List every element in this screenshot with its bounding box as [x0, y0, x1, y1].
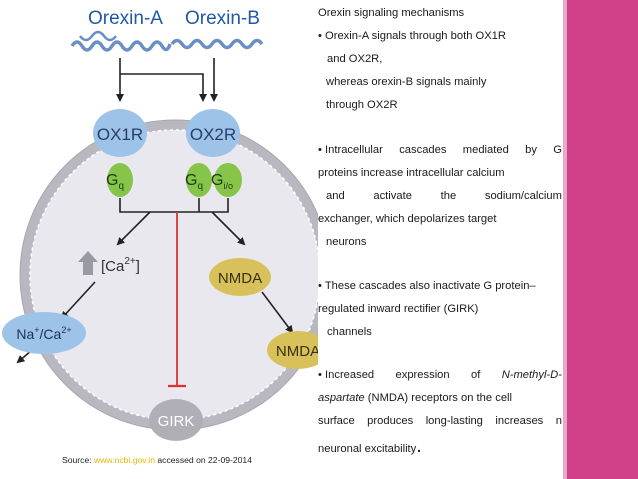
w5-3: by [525, 144, 537, 156]
aspartate-rest: (NMDA) receptors on the cell [364, 392, 513, 404]
calcium-post: ] [136, 258, 140, 275]
na-ca-exchanger [2, 312, 86, 354]
w15-4: n [555, 415, 562, 427]
w15-1: produces [367, 415, 414, 427]
w5-0: • Intracellular [318, 144, 383, 156]
gq-protein-1 [107, 163, 133, 197]
w7-1: activate [373, 190, 412, 202]
calcium-sup: 2+ [124, 256, 136, 267]
text-line-10: • These cascades also inactivate G prote… [318, 280, 536, 292]
text-line-7: and activate the sodium/calcium [318, 190, 562, 202]
gio-protein [214, 163, 242, 197]
arrow-calcium-to-exchanger [60, 281, 96, 320]
gio-text: Gi/o [211, 172, 233, 191]
gq-protein-2 [186, 163, 212, 197]
text-line-8: exchanger, which depolarizes target [318, 213, 497, 225]
nmda-receptor-inner [209, 258, 271, 296]
w5-1: cascades [399, 144, 447, 156]
w7-0: and [326, 190, 345, 202]
na-ca-text: Na+/Ca2+ [16, 325, 71, 342]
calcium-pre: [Ca [101, 258, 125, 275]
orexin-diagram: Orexin-A Orexin-B OX1R OX2R Gq Gq Gi/o [… [2, 8, 318, 441]
arrow-to-nmda-inner [211, 211, 246, 246]
w7-2: the [440, 190, 457, 202]
gprotein-bracket [119, 198, 229, 213]
text-line-9: neurons [326, 236, 367, 248]
w13-3: N-methyl-D- [501, 369, 562, 381]
arrow-to-calcium [116, 211, 151, 246]
ox1r-label: OX1R [97, 125, 143, 144]
source-citation: Source: www.ncbi.gov.in accessed on 22-0… [62, 455, 252, 465]
girk-channel [149, 399, 203, 441]
na-sup2: 2+ [61, 325, 71, 335]
gio-main: G [211, 172, 223, 189]
na-sup: + [34, 325, 39, 335]
gq2-text: Gq [185, 172, 203, 192]
na-pre: Na [16, 326, 34, 342]
text-line-6: proteins increase intracellular calcium [318, 167, 505, 179]
orexin-b-label: Orexin-B [185, 8, 260, 29]
text-line-15: surface produces long-lasting increases … [318, 415, 562, 427]
accent-strip [567, 0, 638, 479]
nmda-outer-label: NMDA [276, 343, 318, 360]
text-line-16: neuronal excitability. [318, 436, 422, 456]
w15-3: increases [495, 415, 544, 427]
w15-0: surface [318, 415, 355, 427]
ox1r-receptor [93, 109, 147, 157]
text-line-3: whereas orexin-B signals mainly [326, 76, 487, 88]
arrow-orexin-a-ox2r [120, 73, 207, 102]
text-line-11: regulated inward rectifier (GIRK) [318, 303, 479, 315]
excitability-period: . [416, 435, 422, 457]
gq1-sub: q [118, 181, 124, 192]
text-line-12: channels [327, 326, 372, 338]
ox2r-label: OX2R [190, 125, 236, 144]
text-line-4: through OX2R [326, 99, 398, 111]
text-line-14: aspartate (NMDA) receptors on the cell [318, 392, 512, 404]
w13-1: expression [395, 369, 450, 381]
source-suffix: accessed on 22-09-2014 [155, 455, 252, 465]
orexin-a-peptide-2 [79, 30, 117, 42]
text-line-1: • Orexin-A signals through both OX1R [318, 30, 506, 42]
aspartate-italic: aspartate [318, 392, 365, 404]
gio-sub: i/o [223, 181, 233, 191]
arrow-to-nmda-outer [261, 291, 294, 334]
nmda-inner-label: NMDA [218, 270, 262, 287]
calcium-up-arrow-icon [78, 251, 98, 275]
excitability-text: neuronal excitability [318, 443, 417, 455]
accent-strip-light [563, 0, 567, 479]
nmda-receptor-outer [267, 331, 318, 369]
text-line-13: • Increased expression of N-methyl-D- [318, 369, 562, 381]
orexin-a-peptide [70, 40, 172, 52]
orexin-a-label: Orexin-A [88, 8, 163, 29]
text-line-2: and OX2R, [327, 53, 383, 65]
gq1-text: Gq [106, 172, 124, 192]
text-line-5: • Intracellular cascades mediated by G [318, 144, 562, 156]
orexin-b-peptide [170, 38, 264, 50]
w7-3: sodium/calcium [484, 190, 562, 202]
w5-2: mediated [462, 144, 509, 156]
w5-4: G [553, 144, 562, 156]
na-mid: /Ca [40, 326, 62, 342]
w13-0: • Increased [318, 369, 375, 381]
calcium-text: [Ca2+] [101, 256, 140, 275]
source-prefix: Source: [62, 455, 95, 465]
ox2r-receptor [186, 109, 240, 157]
gq1-main: G [106, 172, 118, 189]
gq2-sub: q [197, 181, 203, 192]
girk-label: GIRK [158, 413, 195, 430]
source-link[interactable]: www.ncbi.gov.in [94, 455, 155, 465]
w15-2: long-lasting [425, 415, 483, 427]
w13-2: of [470, 369, 481, 381]
text-title: Orexin signaling mechanisms [318, 7, 465, 19]
gq2-main: G [185, 172, 197, 189]
